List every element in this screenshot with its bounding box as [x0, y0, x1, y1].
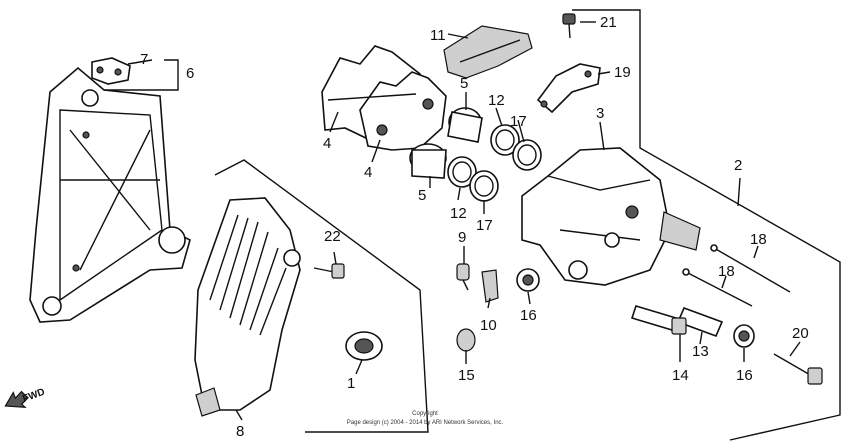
callout-15: 15: [458, 367, 475, 384]
copyright-line-2: Page design (c) 2004 - 2014 by ARI Netwo…: [347, 420, 504, 426]
callout-17-upper: 17: [510, 113, 527, 130]
caliper-body-part: [521, 147, 701, 286]
callout-13: 13: [692, 343, 709, 360]
bleeder-cap-part: [481, 269, 499, 303]
seal-upper-part: [490, 124, 542, 171]
callout-5-upper: 5: [460, 75, 468, 92]
forward-label: FWD: [21, 387, 46, 405]
disc-cover-part: [194, 197, 301, 417]
callout-21: 21: [600, 14, 617, 31]
pin-14-part: [630, 305, 687, 335]
callout-2: 2: [734, 157, 742, 174]
bleeder-screw-part: [456, 263, 470, 291]
callout-8: 8: [236, 423, 244, 440]
callout-16-left: 16: [520, 307, 537, 324]
leader-lines: [104, 21, 801, 421]
copyright-line-1: Copyright: [412, 411, 438, 417]
boot-part: [345, 331, 383, 361]
piston-upper-part: [447, 107, 483, 143]
caliper-bracket-part: [29, 66, 191, 323]
caliper-assembly-outline: [214, 159, 429, 433]
plate-19-part: [536, 63, 601, 114]
pin-13-part: [676, 306, 724, 338]
callout-12-lower: 12: [450, 205, 467, 222]
pad-set-part: [321, 45, 447, 151]
callout-18-upper: 18: [750, 231, 767, 248]
callout-1: 1: [347, 375, 355, 392]
piston-lower-part: [409, 143, 447, 179]
pad-pin-clip-part: [91, 57, 131, 85]
callout-18-lower: 18: [718, 263, 735, 280]
callout-17-lower: 17: [476, 217, 493, 234]
pin-boot-16-right-part: [733, 324, 755, 348]
seal-lower-part: [447, 156, 499, 202]
callout-9: 9: [458, 229, 466, 246]
callout-3: 3: [596, 105, 604, 122]
pin-boot-15-part: [456, 328, 476, 352]
callout-12-upper: 12: [488, 92, 505, 109]
bolt-22-part: [313, 263, 345, 279]
callout-4-lower: 4: [364, 164, 372, 181]
pad-spring-part: [443, 25, 533, 79]
forward-direction-indicator: FWD: [4, 387, 46, 409]
bolt-21-part: [562, 13, 576, 39]
bolt-20-part: [773, 353, 823, 385]
callout-22: 22: [324, 228, 341, 245]
callout-20: 20: [792, 325, 809, 342]
caliper-assembly-outline-right: [572, 9, 841, 441]
callout-7: 7: [140, 51, 148, 68]
callout-6: 6: [186, 65, 194, 82]
callout-16-right: 16: [736, 367, 753, 384]
callout-5-lower: 5: [418, 187, 426, 204]
callout-19: 19: [614, 64, 631, 81]
pin-18-lower-part: [682, 268, 753, 307]
callout-4-upper: 4: [323, 135, 331, 152]
callout-14: 14: [672, 367, 689, 384]
pin-boot-16-left-part: [516, 268, 540, 292]
callout-10: 10: [480, 317, 497, 334]
callout-11: 11: [430, 27, 446, 44]
pin-18-upper-part: [710, 244, 791, 293]
